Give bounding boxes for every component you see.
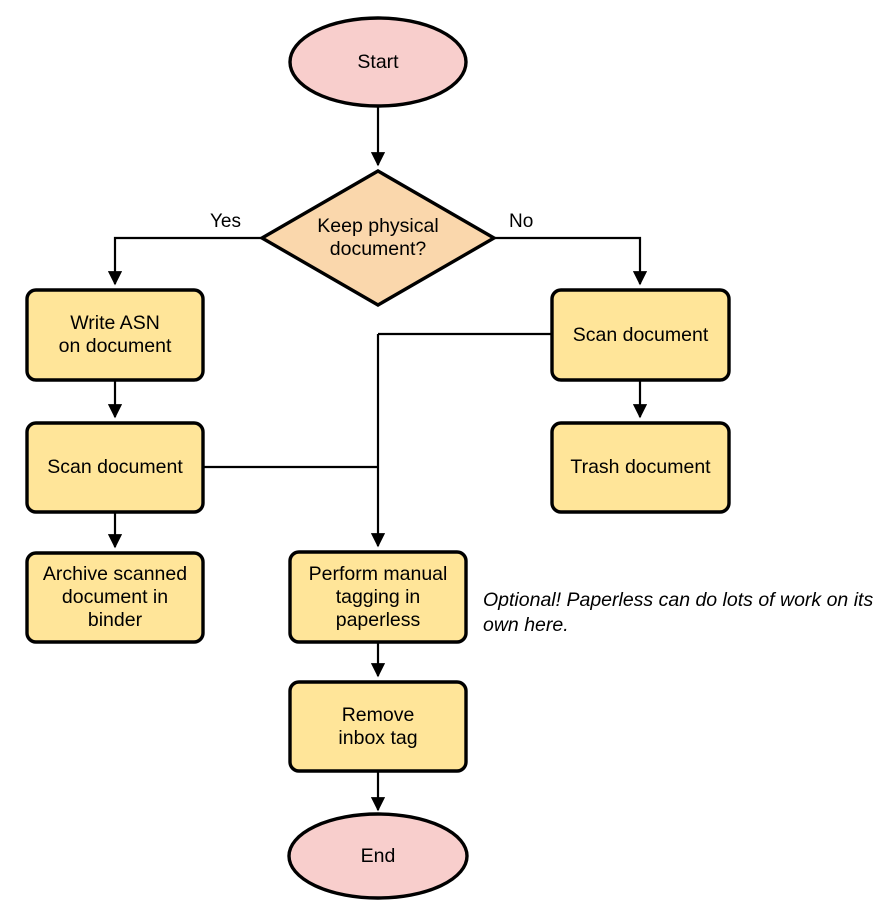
node-shape-end[interactable] (287, 812, 469, 900)
node-shape-layer (25, 16, 731, 900)
node-shape-scan-left[interactable] (25, 421, 205, 514)
node-shape-remove-inbox[interactable] (288, 680, 468, 773)
node-shape-trash[interactable] (550, 421, 731, 514)
edge-label-yes: Yes (210, 211, 241, 232)
edge-decision-no-to-scan-right (494, 236, 648, 286)
edge-decision-yes-to-write-asn (107, 236, 262, 286)
node-shape-decision[interactable] (258, 169, 498, 307)
edge-label-no: No (509, 211, 534, 232)
node-shape-archive[interactable] (25, 551, 205, 644)
node-shape-write-asn[interactable] (25, 288, 205, 382)
node-shape-start[interactable] (288, 16, 468, 108)
annotation-optional-note: Optional! Paperless can do lots of work … (483, 589, 874, 636)
node-shape-scan-right[interactable] (550, 288, 731, 382)
node-shape-tagging[interactable] (288, 550, 468, 644)
edge-layer (107, 107, 648, 812)
